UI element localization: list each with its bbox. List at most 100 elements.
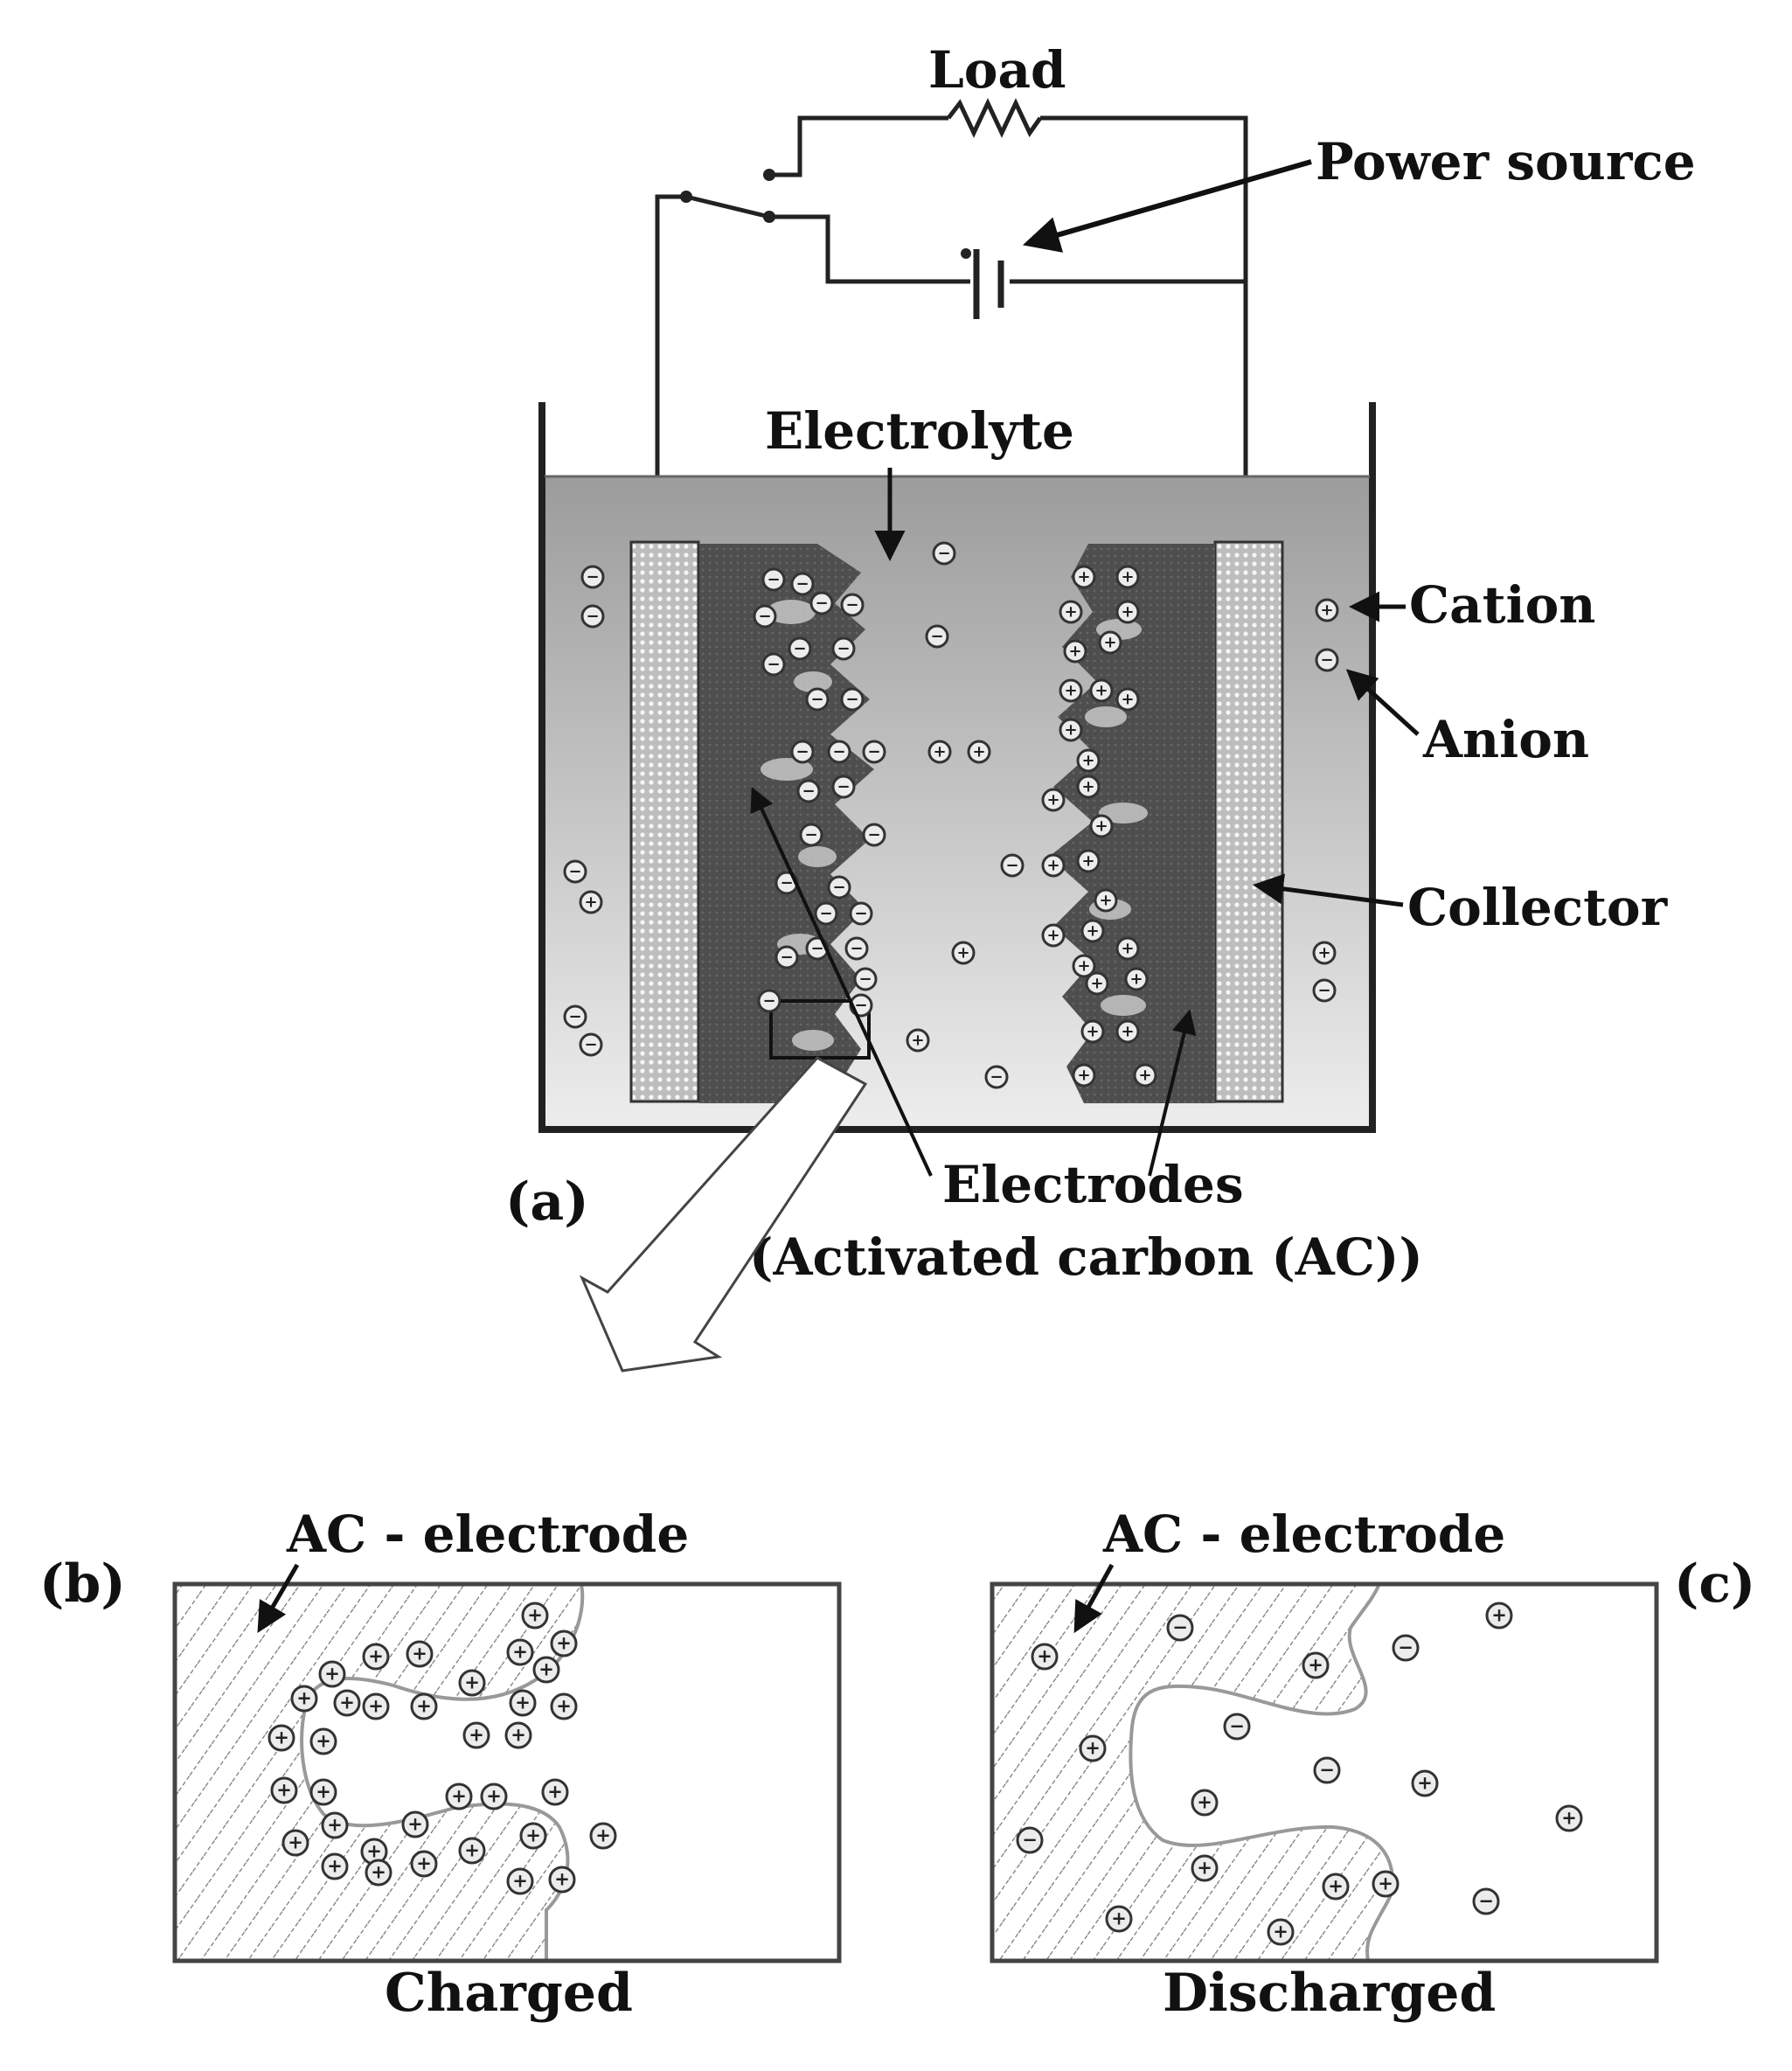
anion-ion: − <box>827 740 851 764</box>
electrodes-pointer-right <box>1148 1009 1197 1177</box>
cation-ion: + <box>309 1778 337 1806</box>
cation-ion: + <box>1124 967 1149 991</box>
anion-ion: − <box>799 823 823 847</box>
anion-ion: − <box>761 567 786 592</box>
svg-text:+: + <box>1094 681 1108 699</box>
cation-ion: + <box>589 1822 617 1850</box>
svg-text:+: + <box>527 1604 543 1625</box>
cation-ion: + <box>1063 639 1087 664</box>
svg-text:+: + <box>1317 943 1330 962</box>
electrodes-sublabel: (Activated carbon (AC)) <box>749 1227 1423 1287</box>
panel-b-label: (b) <box>39 1553 126 1615</box>
anion-ion: − <box>984 1065 1009 1089</box>
cation-ion: + <box>333 1689 361 1717</box>
svg-text:+: + <box>1121 690 1134 708</box>
load-resistor <box>947 98 1043 138</box>
svg-text:+: + <box>416 1852 432 1873</box>
svg-text:−: − <box>867 825 880 844</box>
svg-text:+: + <box>371 1861 386 1882</box>
collector-arrow <box>1253 873 1404 907</box>
svg-text:+: + <box>451 1785 467 1806</box>
panel-c-frame <box>990 1581 1659 1963</box>
cation-ion: + <box>1411 1769 1439 1797</box>
cation-ion: + <box>532 1656 560 1684</box>
cation-ion: + <box>504 1721 532 1749</box>
zoom-arrow <box>579 1056 868 1373</box>
svg-text:+: + <box>1121 602 1134 621</box>
svg-text:+: + <box>547 1781 563 1802</box>
cation-ion: + <box>1485 1602 1513 1630</box>
svg-text:−: − <box>1229 1715 1245 1736</box>
svg-text:+: + <box>324 1663 340 1684</box>
charged-label: Charged <box>385 1963 633 2024</box>
svg-text:+: + <box>368 1645 384 1666</box>
cation-ion: + <box>1191 1854 1219 1882</box>
panel-b: +++++++++++++++++++++++++++++++++++ AC -… <box>39 1505 842 2024</box>
svg-text:+: + <box>1081 777 1094 796</box>
cation-ion: + <box>401 1810 429 1838</box>
anion-ion: − <box>831 775 856 799</box>
svg-text:−: − <box>937 544 950 562</box>
anion-ion: − <box>844 936 869 961</box>
cation-ion: + <box>967 740 991 764</box>
cation-ion: + <box>1080 1019 1105 1044</box>
svg-text:−: − <box>832 742 845 761</box>
svg-text:+: + <box>327 1814 343 1835</box>
cation-ion: + <box>506 1867 534 1895</box>
tank-wall <box>538 402 1376 1133</box>
cation-ion: + <box>365 1859 392 1887</box>
switch-lever <box>685 194 770 219</box>
svg-text:+: + <box>464 1671 480 1692</box>
svg-text:−: − <box>586 607 599 625</box>
anion-ion: − <box>932 541 956 566</box>
cation-ion: + <box>321 1852 349 1880</box>
svg-text:+: + <box>511 1724 526 1745</box>
panel-a: Load Power source −−−−−−−−−−−−− <box>505 40 1696 1373</box>
svg-text:+: + <box>412 1643 427 1664</box>
cation-ion: + <box>579 890 603 914</box>
cation-ion: + <box>1059 600 1083 624</box>
cation-ion: + <box>1080 919 1105 943</box>
ac-electrode-arrow-b <box>257 1563 300 1634</box>
anion-label: Anion <box>1422 710 1589 769</box>
anion-ion: − <box>563 1004 587 1029</box>
svg-text:−: − <box>804 825 817 844</box>
cation-ion: + <box>1085 971 1109 996</box>
anion-ion: − <box>1472 1887 1500 1915</box>
svg-text:+: + <box>1561 1807 1577 1828</box>
cation-ion: + <box>1041 923 1066 948</box>
svg-text:+: + <box>296 1687 312 1708</box>
anion-ion: − <box>840 687 865 712</box>
cation-ion: + <box>406 1640 434 1668</box>
svg-text:−: − <box>1320 650 1333 669</box>
anion-ion: − <box>1392 1634 1420 1662</box>
svg-text:+: + <box>1085 1737 1101 1758</box>
svg-text:−: − <box>854 904 867 922</box>
collector-label: Collector <box>1407 878 1669 937</box>
svg-text:+: + <box>327 1855 343 1876</box>
cation-ion: + <box>550 1630 578 1657</box>
cation-ion: + <box>1041 853 1066 878</box>
svg-text:+: + <box>972 742 985 761</box>
cation-label: Cation <box>1409 575 1595 635</box>
anion-ion: − <box>753 604 777 629</box>
cation-ion: + <box>1098 630 1122 655</box>
svg-text:+: + <box>316 1730 331 1751</box>
svg-text:−: − <box>990 1067 1003 1086</box>
svg-text:+: + <box>554 1868 570 1889</box>
svg-text:+: + <box>339 1692 355 1713</box>
cation-ion: + <box>1041 788 1066 812</box>
svg-text:+: + <box>1273 1921 1288 1942</box>
anion-ion: − <box>1315 648 1339 672</box>
switch-pivot <box>680 191 692 203</box>
svg-text:+: + <box>274 1727 289 1748</box>
panel-c-label: (c) <box>1674 1553 1755 1615</box>
svg-text:+: + <box>1417 1772 1433 1793</box>
anion-arrow <box>1345 669 1420 736</box>
svg-text:−: − <box>850 939 863 957</box>
svg-text:+: + <box>515 1692 531 1713</box>
svg-text:+: + <box>1046 856 1059 874</box>
ac-electrode-label-b: AC - electrode <box>286 1505 689 1564</box>
svg-text:+: + <box>1037 1645 1052 1666</box>
svg-text:+: + <box>1197 1791 1212 1812</box>
